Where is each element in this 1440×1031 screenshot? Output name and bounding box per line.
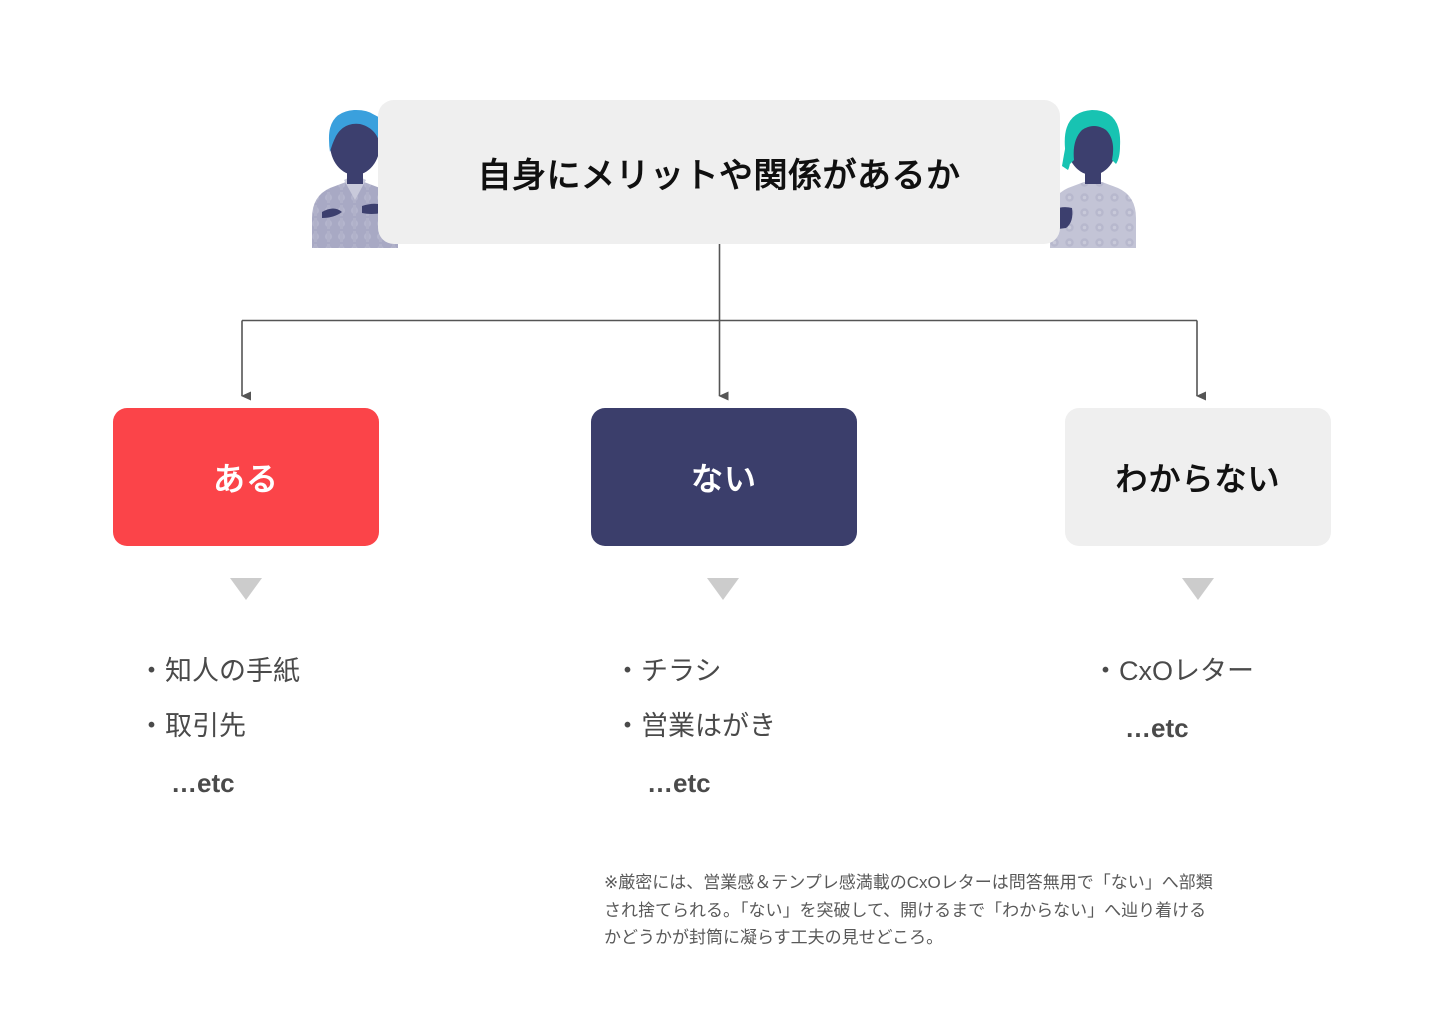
choice-box-aru[interactable]: ある bbox=[113, 408, 379, 546]
caret-down-icon-wakaranai bbox=[1182, 578, 1214, 600]
choice-label-nai: ない bbox=[690, 461, 757, 497]
list-item-etc: …etc bbox=[171, 768, 235, 798]
caret-down-icon-aru bbox=[230, 578, 262, 600]
list-item: ・取引先 bbox=[138, 711, 246, 741]
choice-box-wakaranai[interactable]: わからない bbox=[1065, 408, 1331, 546]
person-left-illustration bbox=[296, 100, 414, 248]
list-item: ・CxOレター bbox=[1092, 656, 1254, 686]
question-box: 自身にメリットや関係があるか bbox=[378, 100, 1060, 244]
question-title: 自身にメリットや関係があるか bbox=[477, 156, 961, 195]
item-list-nai: ・チラシ ・営業はがき …etc bbox=[614, 658, 776, 799]
list-item: ・チラシ bbox=[614, 656, 722, 686]
list-item-etc: …etc bbox=[647, 768, 711, 798]
footnote-line-1: ※厳密には、営業感＆テンプレ感満載のCxOレターは問答無用で「ない」へ部類 bbox=[604, 873, 1213, 892]
item-list-aru: ・知人の手紙 ・取引先 …etc bbox=[138, 658, 300, 799]
choice-box-nai[interactable]: ない bbox=[591, 408, 857, 546]
choice-label-aru: ある bbox=[212, 461, 279, 497]
footnote: ※厳密には、営業感＆テンプレ感満載のCxOレターは問答無用で「ない」へ部類 され… bbox=[604, 869, 1320, 952]
footnote-line-3: かどうかが封筒に凝らす工夫の見せどころ。 bbox=[604, 928, 944, 948]
item-list-wakaranai: ・CxOレター …etc bbox=[1092, 658, 1254, 744]
list-item: ・知人の手紙 bbox=[138, 656, 300, 686]
choice-label-wakaranai: わからない bbox=[1115, 461, 1281, 497]
person-right-illustration bbox=[1032, 100, 1150, 248]
list-item-etc: …etc bbox=[1125, 713, 1189, 743]
caret-down-icon-nai bbox=[707, 578, 739, 600]
footnote-line-2: され捨てられる。「ない」を突破して、開けるまで「わからない」へ辿り着ける bbox=[604, 900, 1207, 920]
list-item: ・営業はがき bbox=[614, 711, 776, 741]
